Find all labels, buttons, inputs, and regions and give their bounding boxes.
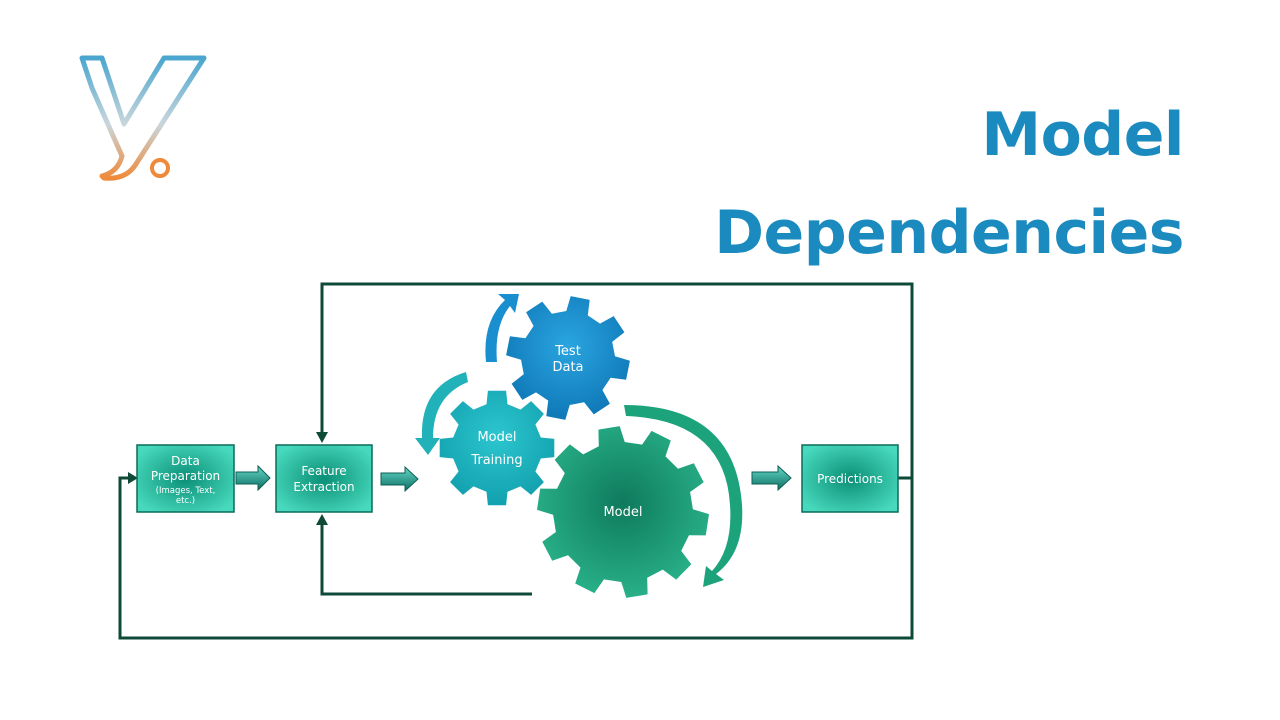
arc-model-training (415, 372, 468, 455)
logo-mark (79, 55, 207, 181)
box-data-preparation: Data Preparation (Images, Text, etc.) (136, 444, 235, 513)
flow-arrow-2 (380, 465, 419, 493)
page-title: Model Dependencies (714, 86, 1184, 282)
box-feature-extraction-line2: Extraction (293, 480, 354, 494)
box-data-preparation-line2: Preparation (151, 469, 220, 483)
gear-test-data-line2: Data (552, 360, 583, 375)
gear-model-training (439, 390, 555, 506)
box-data-preparation-sub2: etc.) (176, 496, 195, 506)
logo-icon (79, 55, 207, 181)
connector-arrowheads (128, 432, 328, 525)
logo-dot (150, 158, 170, 178)
arrowhead-data-prep (128, 472, 138, 484)
flow-arrow-1 (235, 464, 271, 492)
box-predictions-label: Predictions (817, 472, 883, 486)
arrowhead-feature-bottom (316, 514, 328, 525)
feedback-line-top (320, 282, 914, 480)
box-feature-extraction: Feature Extraction (275, 444, 373, 513)
connector-lines (118, 282, 914, 640)
gear-test-data (506, 296, 630, 420)
box-predictions: Predictions (801, 444, 899, 513)
gear-model-label: Model (603, 505, 642, 520)
flow-arrows (235, 464, 792, 493)
gear-test-data-line1: Test (554, 344, 581, 359)
gear-model (537, 426, 709, 598)
arc-model (624, 405, 743, 587)
box-data-preparation-line1: Data (171, 454, 200, 468)
box-data-preparation-sub1: (Images, Text, (156, 486, 216, 496)
title-line-1: Model (981, 100, 1184, 170)
title-line-2: Dependencies (714, 198, 1184, 268)
box-feature-extraction-line1: Feature (301, 464, 346, 478)
arc-test-data (485, 294, 519, 362)
gear-model-training-line1: Model (477, 430, 516, 445)
model-to-feature-line (320, 520, 532, 596)
feedback-line-bottom (118, 476, 914, 640)
flow-arrow-3 (751, 464, 792, 492)
arrowhead-feature-top (316, 432, 328, 443)
rotation-arcs (415, 294, 743, 587)
gears (439, 296, 709, 598)
gear-model-training-line2: Training (470, 453, 522, 468)
